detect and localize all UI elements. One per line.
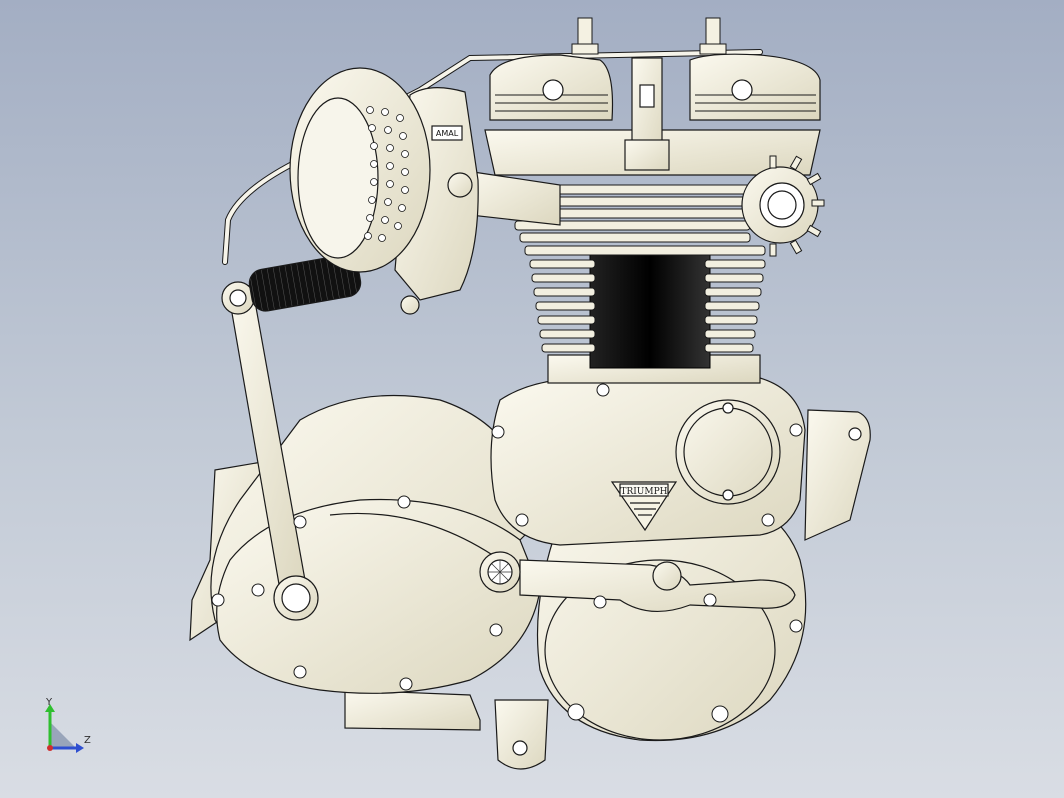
z-axis-label: Z (84, 735, 91, 746)
sump-plate (344, 689, 481, 731)
rocker-box-right (689, 53, 821, 121)
head-studs (571, 17, 727, 55)
carb-label: AMAL (436, 129, 459, 138)
case-bolts (211, 383, 803, 723)
bottom-lug (494, 699, 549, 770)
y-axis-label: Y (46, 697, 53, 708)
axis-triad: Y Z (36, 698, 106, 758)
timing-inspection-cover (675, 399, 781, 505)
gearbox-cover (216, 498, 541, 694)
cylinder-barrel (589, 247, 711, 369)
foot-peg (248, 254, 362, 312)
triad-graphic (45, 704, 84, 753)
brand-label: TRIUMPH (620, 487, 667, 497)
air-filter (289, 67, 431, 273)
magneto (741, 155, 825, 257)
cylinder-fins (524, 245, 766, 353)
rear-mount-bracket (804, 409, 871, 541)
head-fins (499, 184, 751, 243)
